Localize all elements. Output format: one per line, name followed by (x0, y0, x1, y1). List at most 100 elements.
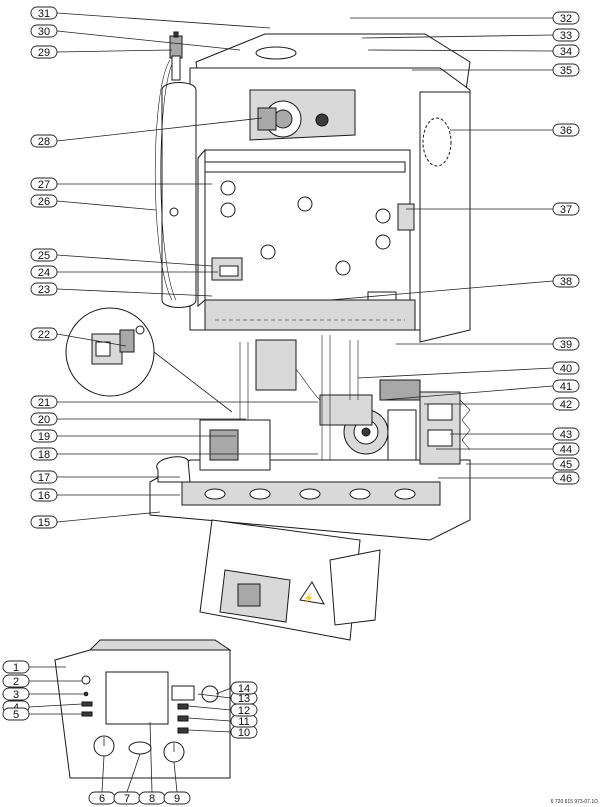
callout-46: 46 (552, 471, 580, 485)
detail-inset (65, 307, 233, 413)
callout-bubble (30, 395, 58, 409)
combustion-chamber (197, 148, 415, 308)
leader-line-12 (187, 705, 232, 711)
callout-number: 11 (238, 716, 249, 728)
air-vent (169, 31, 183, 81)
callout-41: 41 (552, 379, 580, 393)
callout-bubble (30, 488, 58, 502)
leader-line-26 (56, 200, 157, 211)
callout-number: 22 (38, 329, 50, 341)
callout-bubble (30, 282, 58, 296)
callout-number: 37 (560, 204, 572, 216)
callout-number: 35 (560, 65, 572, 77)
callout-bubble (30, 327, 58, 341)
callout-number: 31 (38, 8, 50, 20)
leader-line-10 (187, 729, 232, 733)
callout-number: 30 (38, 26, 50, 38)
callout-28: 28 (30, 134, 58, 148)
callout-7: 7 (113, 791, 141, 805)
gas-valve (419, 391, 471, 465)
callout-29: 29 (30, 45, 58, 59)
callout-bubble (2, 674, 30, 688)
callout-number: 14 (238, 683, 250, 695)
callout-bubble (30, 194, 58, 208)
callout-30: 30 (30, 24, 58, 38)
callout-10: 10 (230, 725, 258, 739)
callout-number: 46 (560, 473, 572, 485)
leader-line-28 (56, 117, 263, 142)
callout-number: 12 (238, 705, 250, 717)
callout-43: 43 (552, 427, 580, 441)
leader-line-34 (367, 49, 554, 52)
leader-line-30 (56, 30, 241, 51)
callout-number: 25 (38, 250, 50, 262)
callout-1: 1 (2, 660, 30, 674)
expansion-vessel (154, 59, 197, 308)
callout-number: 33 (560, 30, 572, 42)
leader-line-15 (56, 511, 161, 523)
callout-45: 45 (552, 457, 580, 471)
callout-bubble (552, 123, 580, 137)
callout-number: 20 (38, 414, 50, 426)
callout-number: 13 (238, 693, 250, 705)
callout-number: 10 (238, 727, 250, 739)
callout-22: 22 (30, 327, 58, 341)
leader-line-4 (28, 703, 83, 708)
callout-number: 28 (38, 136, 50, 148)
callout-24: 24 (30, 265, 58, 279)
leader-line-23 (56, 288, 213, 297)
callout-bubble (30, 265, 58, 279)
warning-triangle-icon-glyph: ⚡ (303, 592, 314, 604)
callout-15: 15 (30, 515, 58, 529)
callout-number: 34 (560, 46, 572, 58)
callout-17: 17 (30, 470, 58, 484)
callout-bubble (2, 707, 30, 721)
callout-number: 18 (38, 449, 50, 461)
callout-bubble (30, 412, 58, 426)
leader-line-7 (126, 753, 141, 793)
callout-bubble (552, 44, 580, 58)
callout-25: 25 (30, 248, 58, 262)
callout-32: 32 (552, 11, 580, 25)
callout-37: 37 (552, 202, 580, 216)
callout-number: 45 (560, 459, 572, 471)
callout-number: 39 (560, 339, 572, 351)
callout-35: 35 (552, 63, 580, 77)
leader-line-13 (197, 693, 232, 699)
leader-line-29 (56, 49, 173, 53)
callout-number: 42 (560, 399, 572, 411)
callouts: 3130292827262524232221201918171615323334… (2, 6, 580, 805)
callout-31: 31 (30, 6, 58, 20)
callout-5: 5 (2, 707, 30, 721)
callout-bubble (30, 515, 58, 529)
callout-number: 44 (560, 444, 572, 456)
callout-8: 8 (138, 791, 166, 805)
callout-number: 36 (560, 125, 572, 137)
callout-3: 3 (2, 687, 30, 701)
callout-16: 16 (30, 488, 58, 502)
callout-number: 6 (99, 793, 105, 805)
warning-triangle-icon (299, 581, 325, 605)
callout-9: 9 (163, 791, 191, 805)
control-box: ⚡ (199, 519, 381, 641)
callout-number: 32 (560, 13, 572, 25)
callout-number: 17 (38, 472, 50, 484)
callout-bubble (30, 6, 58, 20)
callout-bubble (552, 442, 580, 456)
callout-bubble (2, 660, 30, 674)
callout-2: 2 (2, 674, 30, 688)
control-panel (54, 639, 232, 779)
rotary-knob-icon (163, 741, 185, 763)
callout-14: 14 (230, 681, 258, 695)
callout-number: 5 (13, 709, 19, 721)
callout-bubble (552, 11, 580, 25)
callout-23: 23 (30, 282, 58, 296)
callout-bubble (552, 337, 580, 351)
callout-bubble (30, 447, 58, 461)
leader-line-40 (357, 367, 554, 379)
leader-line-6 (101, 755, 105, 793)
callout-number: 27 (38, 179, 50, 191)
leader-line-8 (149, 721, 153, 793)
callout-number: 19 (38, 431, 50, 443)
